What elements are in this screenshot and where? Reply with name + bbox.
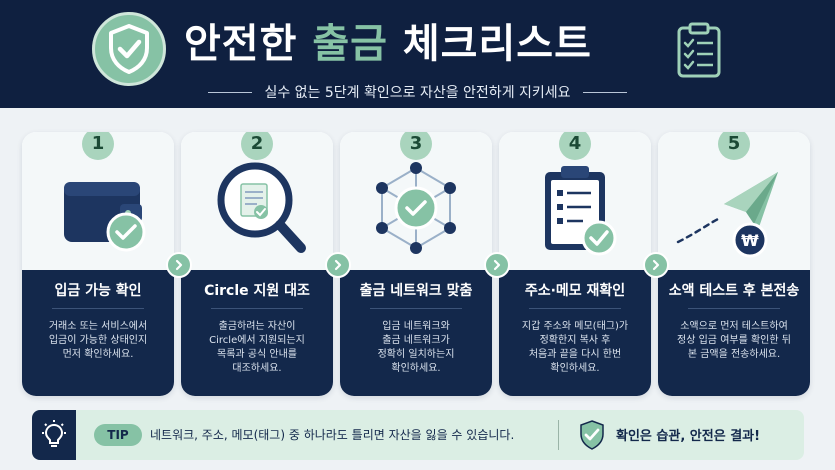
desc-line: 소액으로 먼저 테스트하여 bbox=[680, 321, 788, 332]
svg-text:₩: ₩ bbox=[741, 231, 759, 250]
lightbulb-icon bbox=[32, 410, 76, 460]
network-check-icon bbox=[376, 162, 456, 254]
tip-divider bbox=[558, 420, 559, 450]
desc-line: 입금 네트워크와 bbox=[382, 321, 450, 332]
desc-line: 본 금액을 전송하세요. bbox=[687, 349, 781, 360]
step-illustration bbox=[181, 132, 333, 270]
step-title: 소액 테스트 후 본전송 bbox=[668, 283, 800, 299]
step-description: 소액으로 먼저 테스트하여 정상 입금 여부를 확인한 뒤 본 금액을 전송하세… bbox=[666, 320, 802, 362]
desc-line: 먼저 확인하세요. bbox=[62, 349, 134, 360]
step-description: 출금하려는 자산이 Circle에서 지원되는지 목록과 공식 안내를 대조하세… bbox=[189, 320, 325, 376]
desc-line: 정확히 일치하는지 bbox=[377, 349, 455, 360]
chevron-right-icon bbox=[325, 252, 351, 278]
chevron-right-icon bbox=[643, 252, 669, 278]
step-number: 4 bbox=[559, 132, 591, 160]
desc-line: 확인하세요. bbox=[550, 363, 600, 374]
step-divider bbox=[211, 308, 303, 309]
step-number: 3 bbox=[400, 132, 432, 160]
tip-label: TIP bbox=[94, 424, 142, 446]
subtitle-divider-right bbox=[582, 91, 627, 93]
step-panel bbox=[340, 270, 492, 396]
wallet-check-icon bbox=[64, 182, 146, 252]
desc-line: 정확한지 복사 후 bbox=[539, 335, 611, 346]
step-number: 1 bbox=[82, 132, 114, 160]
shield-check-icon bbox=[578, 419, 606, 451]
step-panel bbox=[658, 270, 810, 396]
desc-line: 목록과 공식 안내를 bbox=[217, 349, 297, 360]
step-card-1: 1 입금 가능 확인 거래소 또는 서비스에서 입금이 가능한 상태인지 먼저 … bbox=[22, 132, 174, 396]
step-divider bbox=[52, 308, 144, 309]
desc-line: 지갑 주소와 메모(태그)가 bbox=[521, 321, 629, 332]
step-card-2: 2 Circle 지원 대조 출금하려는 자산이 Circle에서 지원되는지 … bbox=[181, 132, 333, 396]
step-description: 지갑 주소와 메모(태그)가 정확한지 복사 후 처음과 끝을 다시 한번 확인… bbox=[507, 320, 643, 376]
desc-line: 확인하세요. bbox=[391, 363, 441, 374]
paper-plane-won-icon: ₩ bbox=[676, 172, 778, 258]
header-banner: 안전한 출금 체크리스트 실수 없는 5단계 확인으로 자산을 안전하게 지키세… bbox=[0, 0, 835, 108]
desc-line: 출금하려는 자산이 bbox=[218, 321, 296, 332]
desc-line: 거래소 또는 서비스에서 bbox=[48, 321, 148, 332]
subtitle-divider-left bbox=[208, 91, 253, 93]
shield-check-icon bbox=[92, 12, 166, 86]
chevron-right-icon bbox=[484, 252, 510, 278]
step-card-3: 3 출금 네트워크 맞춤 입금 네트워크와 출금 네트워크가 정확히 일치하는지… bbox=[340, 132, 492, 396]
step-description: 거래소 또는 서비스에서 입금이 가능한 상태인지 먼저 확인하세요. bbox=[30, 320, 166, 362]
desc-line: 대조하세요. bbox=[232, 363, 282, 374]
step-panel bbox=[499, 270, 651, 396]
step-divider bbox=[688, 308, 780, 309]
chevron-right-icon bbox=[166, 252, 192, 278]
step-title: 출금 네트워크 맞춤 bbox=[359, 283, 473, 299]
step-title: Circle 지원 대조 bbox=[204, 283, 310, 299]
step-title: 입금 가능 확인 bbox=[54, 283, 142, 299]
tip-bar: TIP 네트워크, 주소, 메모(태그) 중 하나라도 틀리면 자산을 잃을 수… bbox=[32, 410, 804, 460]
step-title: 주소·메모 재확인 bbox=[524, 283, 626, 299]
step-number: 2 bbox=[241, 132, 273, 160]
tip-slogan: 확인은 습관, 안전은 결과! bbox=[616, 429, 761, 444]
step-number: 5 bbox=[718, 132, 750, 160]
checklist-icon bbox=[676, 22, 722, 78]
step-description: 입금 네트워크와 출금 네트워크가 정확히 일치하는지 확인하세요. bbox=[348, 320, 484, 376]
step-card-4: 4 주소·메모 재확인 지갑 주소와 메모(태그)가 정확한지 복사 후 처음과… bbox=[499, 132, 651, 396]
tip-text: 네트워크, 주소, 메모(태그) 중 하나라도 틀리면 자산을 잃을 수 있습니… bbox=[150, 428, 515, 442]
page-title: 안전한 출금 체크리스트 bbox=[184, 14, 592, 74]
step-illustration bbox=[340, 132, 492, 270]
subtitle: 실수 없는 5단계 확인으로 자산을 안전하게 지키세요 bbox=[264, 85, 571, 101]
step-illustration bbox=[499, 132, 651, 270]
desc-line: 처음과 끝을 다시 한번 bbox=[528, 349, 622, 360]
step-card-5: ₩ 5 소액 테스트 후 본전송 소액으로 먼저 테스트하여 정상 입금 여부를… bbox=[658, 132, 810, 396]
step-panel bbox=[22, 270, 174, 396]
title-part-2: 체크리스트 bbox=[387, 21, 592, 67]
title-part-1: 안전한 bbox=[184, 21, 313, 67]
clipboard-check-icon bbox=[545, 166, 617, 256]
desc-line: 정상 입금 여부를 확인한 뒤 bbox=[677, 335, 791, 346]
desc-line: 출금 네트워크가 bbox=[382, 335, 450, 346]
desc-line: Circle에서 지원되는지 bbox=[209, 335, 305, 346]
step-divider bbox=[370, 308, 462, 309]
title-accent: 출금 bbox=[312, 21, 388, 67]
subtitle-row: 실수 없는 5단계 확인으로 자산을 안전하게 지키세요 bbox=[0, 80, 835, 104]
magnifier-document-icon bbox=[217, 162, 306, 253]
step-divider bbox=[529, 308, 621, 309]
step-panel bbox=[181, 270, 333, 396]
desc-line: 입금이 가능한 상태인지 bbox=[48, 335, 148, 346]
